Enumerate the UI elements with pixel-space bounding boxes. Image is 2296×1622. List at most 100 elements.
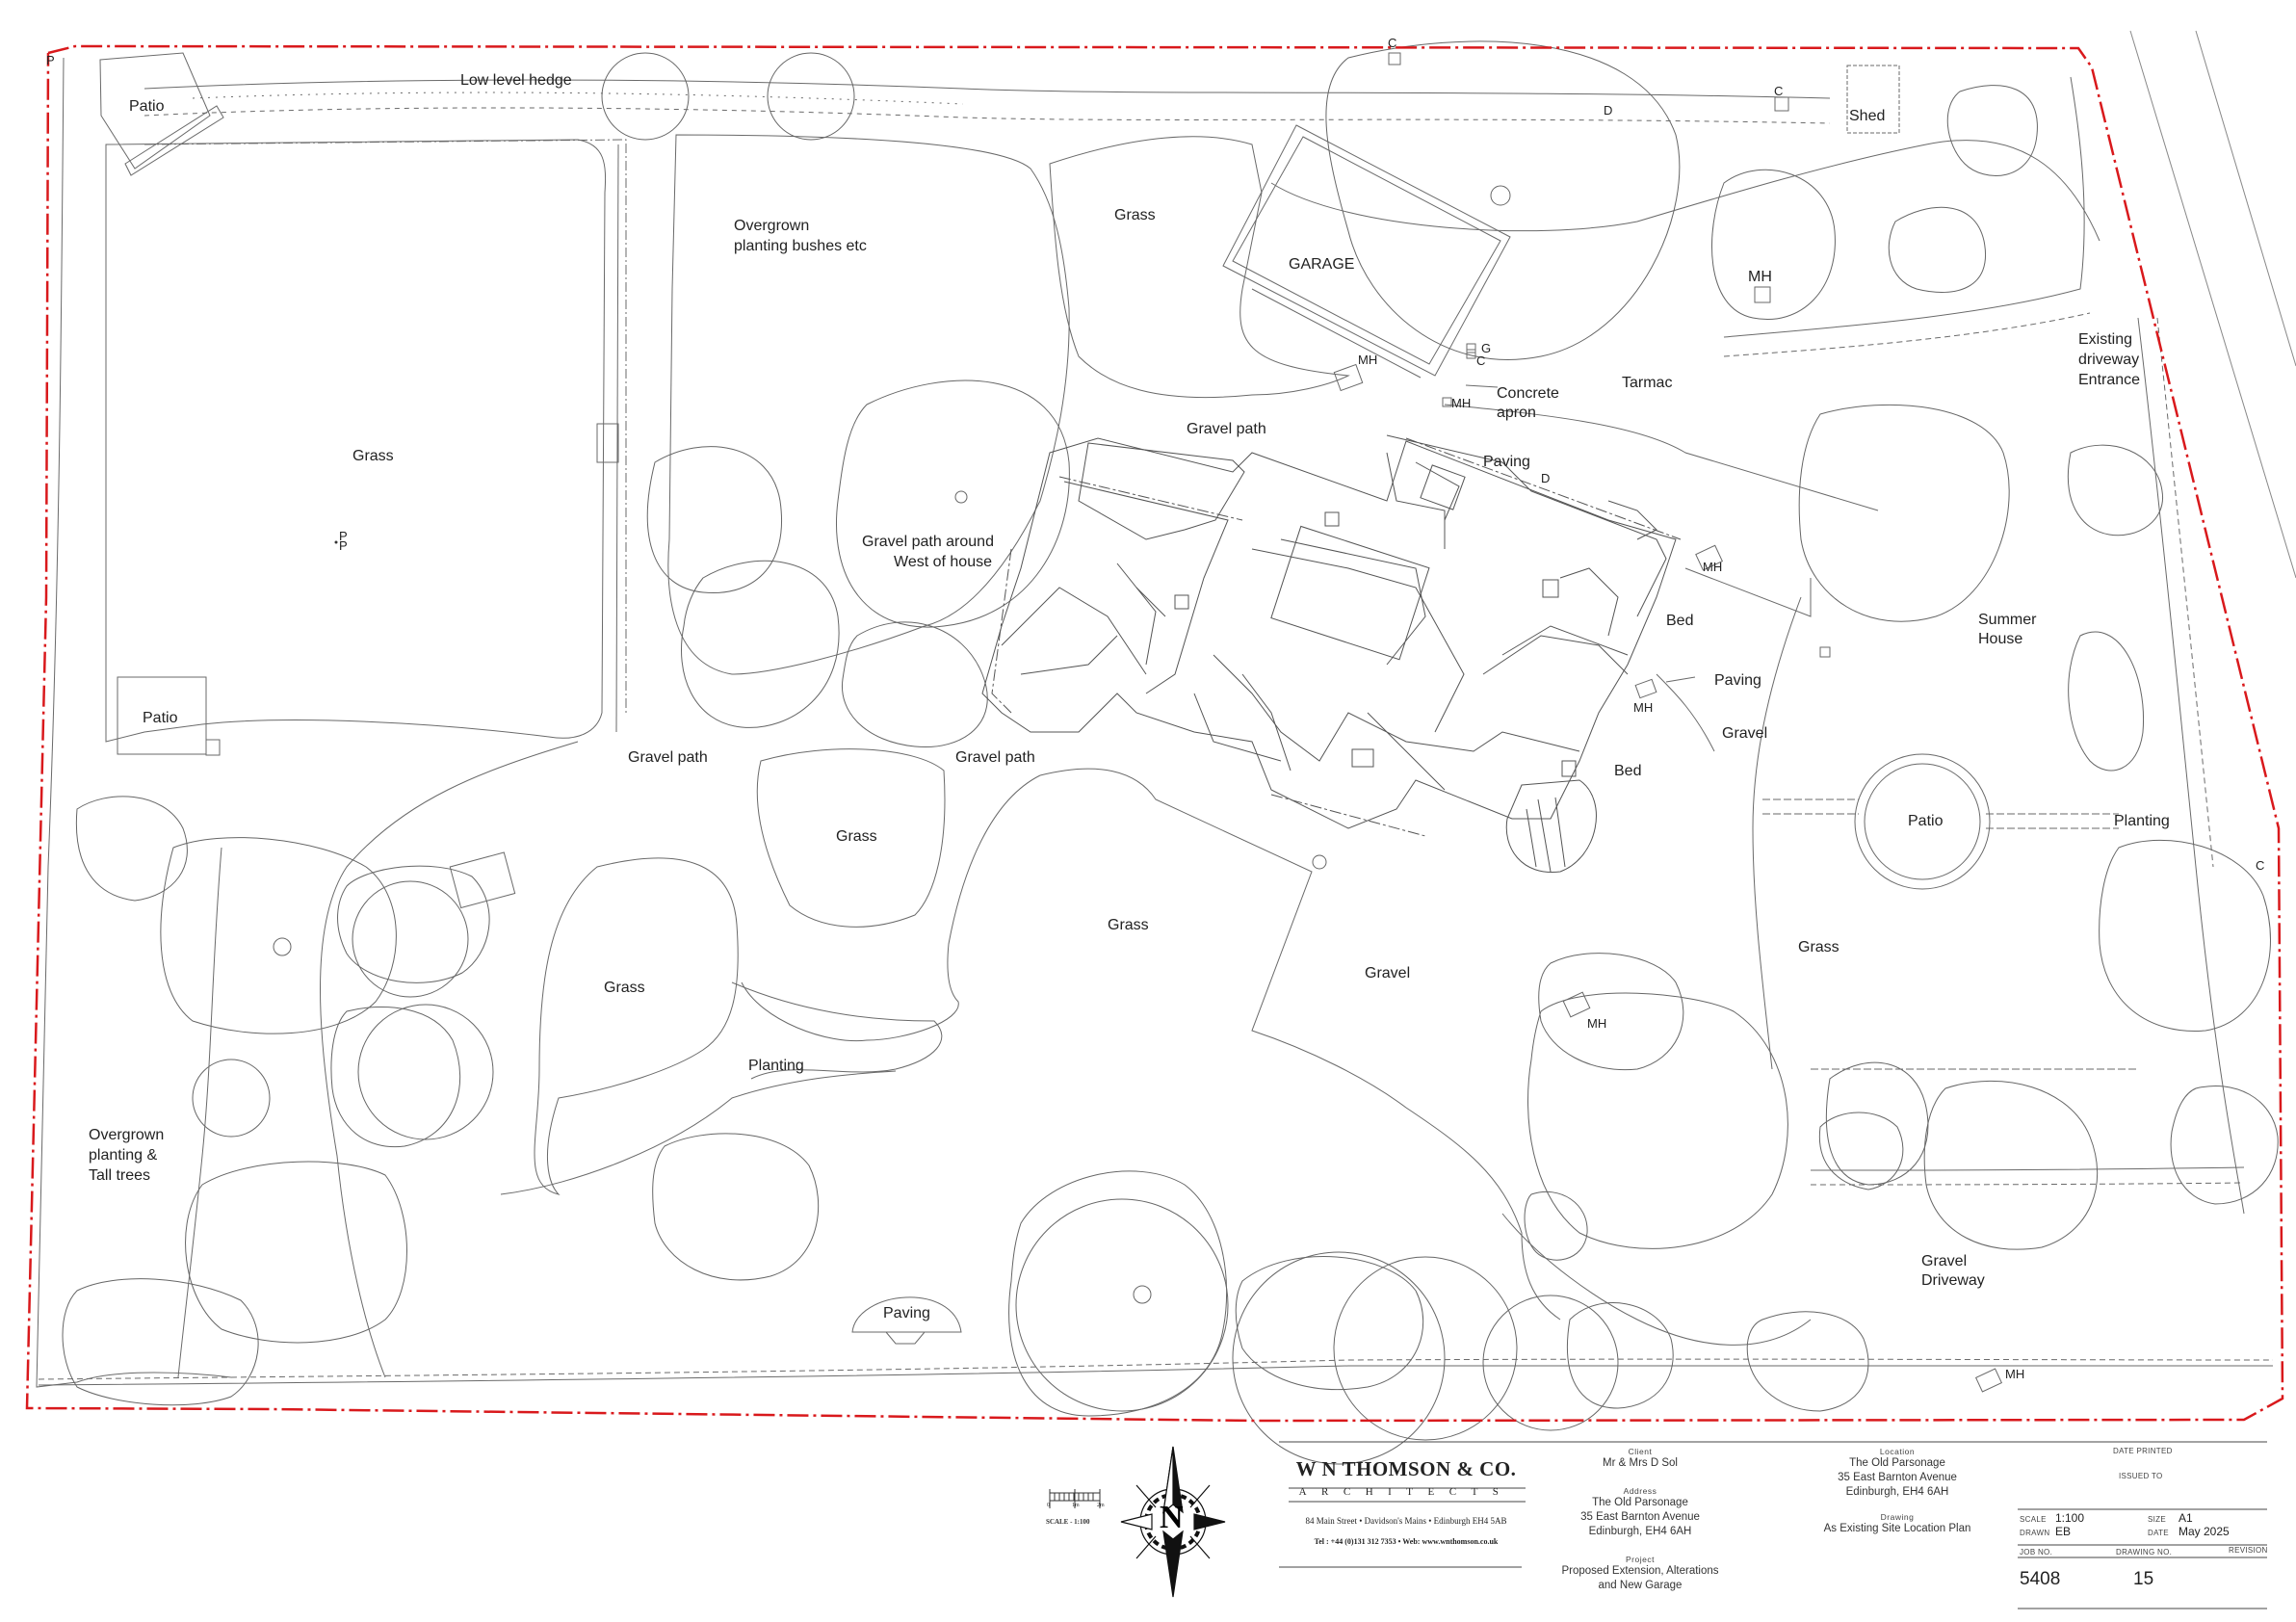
paving-label: Paving [883, 1305, 930, 1321]
job-no-value: 5408 [2020, 1569, 2061, 1589]
planting-label: Planting [2114, 813, 2170, 829]
scale-bar [1049, 1489, 1101, 1508]
bottom-hedge [38, 1358, 2274, 1380]
gully-label: G [1481, 341, 1492, 355]
manhole-bottom [1974, 1368, 2003, 1393]
low-level-hedge [144, 107, 1831, 124]
manhole-label: MH [1358, 353, 1378, 367]
patio-right [1854, 753, 1991, 890]
apron-arrow [1465, 384, 1499, 388]
hedge-bottom-right [1810, 1166, 2245, 1171]
north-arrow-icon [1120, 1446, 1226, 1598]
shed [1846, 65, 1900, 134]
manhole [1442, 397, 1452, 407]
patio-square [449, 851, 516, 909]
grass-label: Grass [1798, 939, 1839, 955]
gravel-edge [1501, 1213, 1812, 1346]
gravel-path-around-label: Gravel path around West of house [862, 534, 994, 570]
gravel-edge [320, 741, 579, 1378]
size-value: A1 [2179, 1511, 2193, 1525]
grass-area-center [1039, 768, 1561, 1321]
boundary-point-label: P [46, 53, 55, 67]
scale-heading: Scale [2020, 1515, 2047, 1524]
chamber-label: C [1476, 353, 1486, 368]
drawing-block: Drawing As Existing Site Location Plan [1823, 1512, 1971, 1534]
hedge-right-top [1723, 312, 2091, 357]
firm-address: 84 Main Street • Davidson's Mains • Edin… [1305, 1516, 1507, 1526]
road-edge-line [2129, 30, 2296, 579]
patio-top-left [124, 105, 224, 176]
path-edge [500, 1070, 897, 1195]
bottom-hedge [38, 1364, 2274, 1386]
chamber-label: C [2256, 858, 2265, 873]
drawing-no-heading: Drawing No. [2116, 1548, 2173, 1557]
gravel-edge [1752, 596, 1802, 1070]
gravel-path-label: Gravel path [628, 749, 708, 766]
bed-edge [1684, 567, 1812, 617]
chamber-c [1388, 52, 1401, 65]
p-marker-label: P [339, 529, 348, 543]
grass-label: Grass [352, 448, 394, 464]
chamber-label: C [1388, 36, 1397, 50]
bed-label: Bed [1666, 613, 1694, 629]
p-marker-dot [334, 540, 338, 544]
grass-label: Grass [1114, 207, 1156, 223]
project-block: Project Proposed Extension, Alterations … [1561, 1555, 1719, 1591]
planting-area [731, 981, 943, 1080]
low-level-hedge [192, 92, 964, 105]
manhole-label: MH [1451, 396, 1472, 410]
low-level-hedge [144, 79, 1831, 99]
scale-value: 1:100 [2055, 1511, 2085, 1525]
overgrown-planting-label: Overgrown planting bushes etc [734, 218, 867, 254]
paving-bottom [885, 1331, 926, 1345]
firm-name: W N THOMSON & CO. [1295, 1457, 1517, 1480]
hedge-right-top [1723, 76, 2085, 338]
date-printed-heading: Date Printed [2113, 1447, 2173, 1455]
firm-contact: Tel : +44 (0)131 312 7353 • Web: www.wnt… [1314, 1537, 1499, 1546]
patio-top-left [99, 52, 211, 170]
drawn-value: EB [2055, 1525, 2072, 1538]
grass-area-garage [1049, 136, 1350, 399]
gravel-label: Gravel [1365, 965, 1411, 981]
road-edge-line [2195, 30, 2296, 367]
manhole-label: MH [1587, 1016, 1607, 1031]
garage-label: GARAGE [1289, 256, 1355, 273]
hedge-right [2156, 317, 2214, 868]
existing-driveway-label: Existing driveway Entrance [2078, 331, 2141, 388]
gravel-edge [177, 847, 222, 1378]
shed-label: Shed [1849, 108, 1886, 124]
paving-label: Paving [1483, 454, 1530, 470]
grass-area-mid [756, 748, 946, 928]
firm-subtitle: ARCHITECTS [1298, 1486, 1514, 1498]
manhole-label: MH [1703, 560, 1723, 574]
manhole-lower [1562, 991, 1591, 1018]
garage-building [1222, 124, 1511, 379]
location-block: Location The Old Parsonage 35 East Barnt… [1838, 1447, 1957, 1498]
revision-heading: Revision [2229, 1546, 2268, 1555]
path-edge [615, 144, 619, 733]
path-edge [1762, 798, 1859, 815]
tarmac-label: Tarmac [1622, 375, 1673, 391]
manhole-label: MH [1633, 700, 1654, 715]
north-letter: N [1160, 1500, 1184, 1535]
tarmac-edge [1270, 140, 2100, 242]
hedge-bottom-right [1810, 1182, 2245, 1186]
manhole [1333, 363, 1364, 392]
hedge-right [2137, 317, 2245, 1215]
drawing-no-value: 15 [2133, 1569, 2154, 1589]
patio-label: Patio [143, 710, 178, 726]
path-edge [144, 139, 627, 713]
grass-label: Grass [604, 980, 645, 996]
gravel-driveway-label: Gravel Driveway [1921, 1253, 1985, 1289]
manhole-east [1695, 544, 1724, 571]
summer-house-label: Summer House [1978, 612, 2037, 647]
low-level-hedge-label: Low level hedge [460, 72, 572, 89]
drain-label: D [1604, 103, 1613, 118]
gravel-label: Gravel [1722, 725, 1768, 742]
patio-left [205, 739, 221, 756]
title-block-frame [1279, 1441, 2267, 1609]
issued-to-heading: Issued to [2119, 1472, 2163, 1480]
manhole-label: MH [1748, 269, 1772, 285]
paving-bottom [851, 1296, 962, 1333]
